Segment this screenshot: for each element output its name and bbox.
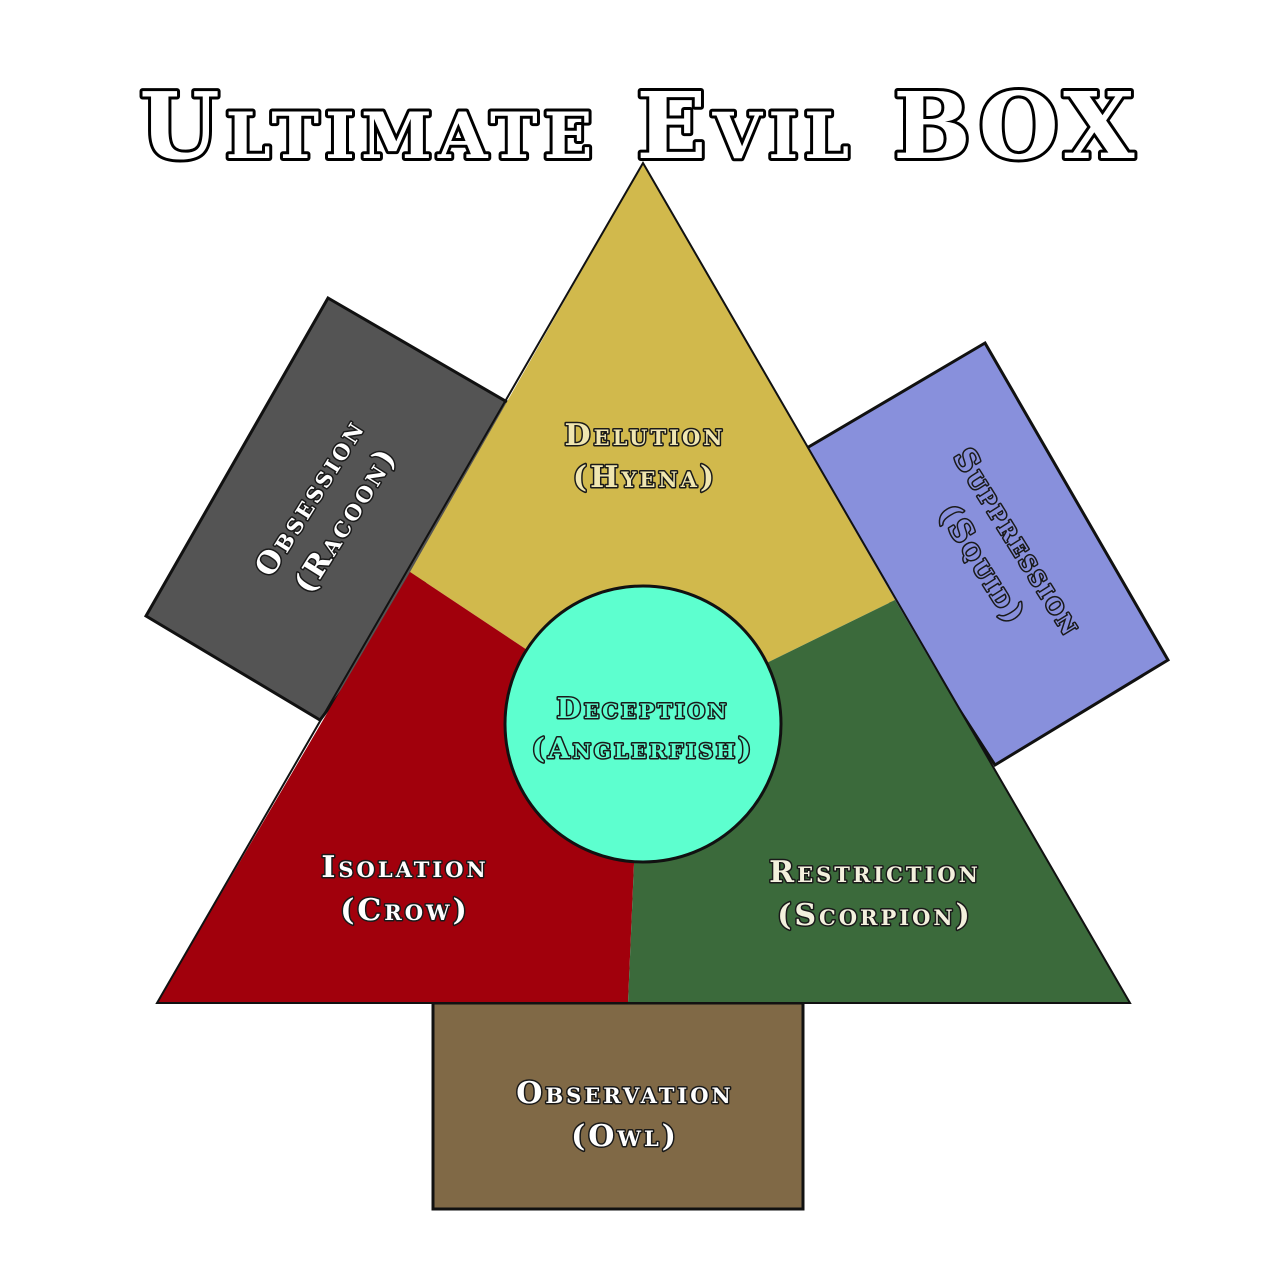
diagram-title: Ultimate Evil BOX xyxy=(139,72,1140,180)
isolation-name: Isolation xyxy=(321,850,488,885)
deception-animal: (Anglerfish) xyxy=(532,732,754,765)
delution-section xyxy=(410,163,895,725)
observation-name: Observation xyxy=(516,1076,734,1111)
delution-animal: (Hyena) xyxy=(573,460,717,495)
suppression-box xyxy=(792,340,1171,768)
delution-name: Delution xyxy=(565,418,726,453)
restriction-animal: (Scorpion) xyxy=(777,898,973,933)
deception-name: Deception xyxy=(557,692,730,725)
restriction-name: Restriction xyxy=(769,855,981,890)
triangle-outline xyxy=(155,161,1132,1004)
deception-circle xyxy=(503,584,783,864)
isolation-animal: (Crow) xyxy=(340,893,470,928)
observation-animal: (Owl) xyxy=(571,1119,679,1154)
observation-box xyxy=(431,1001,805,1211)
